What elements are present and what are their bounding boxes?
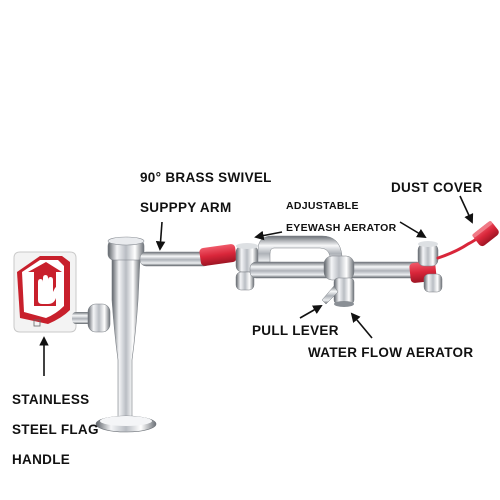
flag-handle-label-line2: STEEL FLAG — [12, 422, 99, 437]
swivel-supply-arm — [139, 243, 259, 291]
flag-handle-label-line1: STAINLESS — [12, 392, 90, 407]
faucet-body — [95, 236, 157, 433]
swivel-arm-label-line1: 90° BRASS SWIVEL — [140, 170, 272, 185]
right-eyewash-aerator — [409, 241, 443, 293]
water-flow-aerator-label: WATER FLOW AERATOR — [308, 345, 474, 360]
callout-arrows — [39, 195, 474, 376]
eyewash-aerator-label-line2: EYEWASH AERATOR — [286, 222, 397, 234]
water-flow-aerator-part — [323, 255, 355, 307]
swivel-arm-label-line2: SUPPPY ARM — [140, 200, 232, 215]
dust-cover-part — [436, 221, 499, 260]
pull-lever-label: PULL LEVER — [252, 323, 339, 338]
dust-cover-label: DUST COVER — [391, 180, 483, 195]
steel-flag-plate — [13, 251, 77, 333]
flag-hinge — [72, 303, 111, 333]
hand-stop-icon — [38, 275, 59, 304]
pull-lever-part — [321, 285, 339, 305]
flag-handle-label-line3: HANDLE — [12, 452, 71, 467]
eyewash-aerator-label-line1: ADJUSTABLE — [286, 200, 359, 212]
